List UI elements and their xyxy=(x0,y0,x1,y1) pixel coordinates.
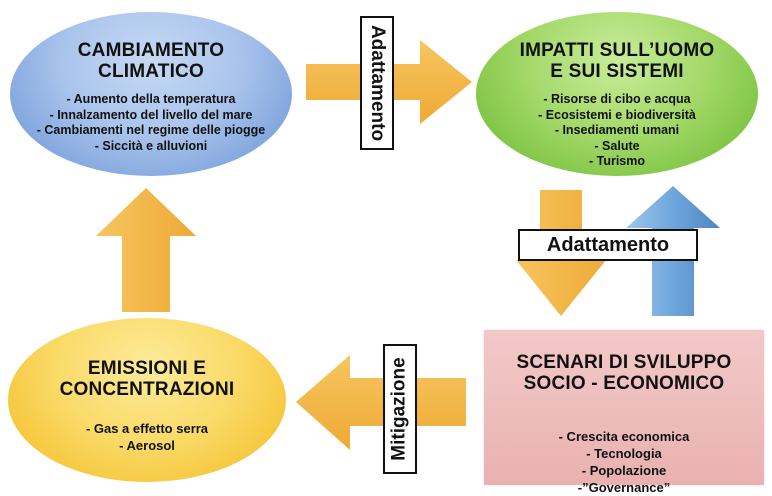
list-item: - Insediamenti umani xyxy=(554,123,680,137)
label-mitigation: Mitigazione xyxy=(383,344,417,474)
node-emissions: EMISSIONI E CONCENTRAZIONI - Gas a effet… xyxy=(8,318,286,482)
node-socioeconomic-scenarios: SCENARI DI SVILUPPO SOCIO - ECONOMICO - … xyxy=(484,330,764,495)
node-emissions-title: EMISSIONI E CONCENTRAZIONI xyxy=(59,358,235,400)
node-climate-items: - Aumento della temperatura - Innalzamen… xyxy=(10,92,292,154)
node-climate-change: CAMBIAMENTO CLIMATICO - Aumento della te… xyxy=(10,12,292,176)
node-scenarios-title: SCENARI DI SVILUPPO SOCIO - ECONOMICO xyxy=(516,352,732,394)
label-adaptation-right: Adattamento xyxy=(518,229,698,261)
node-scenarios-items: - Crescita economica - Tecnologia - Popo… xyxy=(484,428,764,496)
node-human-impacts: IMPATTI SULL’UOMO E SUI SISTEMI - Risors… xyxy=(476,12,758,176)
list-item: - Risorse di cibo e acqua xyxy=(543,92,691,106)
list-item: - Tecnologia xyxy=(586,446,662,461)
list-item: -”Governance” xyxy=(577,480,671,495)
arrow-emissions-to-climate xyxy=(96,188,196,312)
list-item: - Siccità e alluvioni xyxy=(94,138,208,153)
label-adaptation-top: Adattamento xyxy=(360,16,394,150)
list-item: - Aerosol xyxy=(119,438,175,453)
list-item: - Cambiamenti nel regime delle piogge xyxy=(36,123,266,137)
node-impacts-title: IMPATTI SULL’UOMO E SUI SISTEMI xyxy=(519,40,715,82)
list-item: - Crescita economica xyxy=(558,429,690,444)
node-emissions-items: - Gas a effetto serra - Aerosol xyxy=(8,420,286,454)
node-climate-title: CAMBIAMENTO CLIMATICO xyxy=(77,40,225,82)
node-impacts-items: - Risorse di cibo e acqua - Ecosistemi e… xyxy=(476,92,758,170)
list-item: - Ecosistemi e biodiversità xyxy=(538,107,696,122)
arrow-scenarios-to-emissions xyxy=(296,355,466,450)
list-item: - Aumento della temperatura xyxy=(66,92,236,106)
list-item: - Turismo xyxy=(588,154,646,168)
list-item: - Gas a effetto serra xyxy=(85,421,209,436)
list-item: - Salute xyxy=(594,138,640,153)
list-item: - Innalzamento del livello del mare xyxy=(49,107,253,122)
list-item: - Popolazione xyxy=(581,463,667,478)
